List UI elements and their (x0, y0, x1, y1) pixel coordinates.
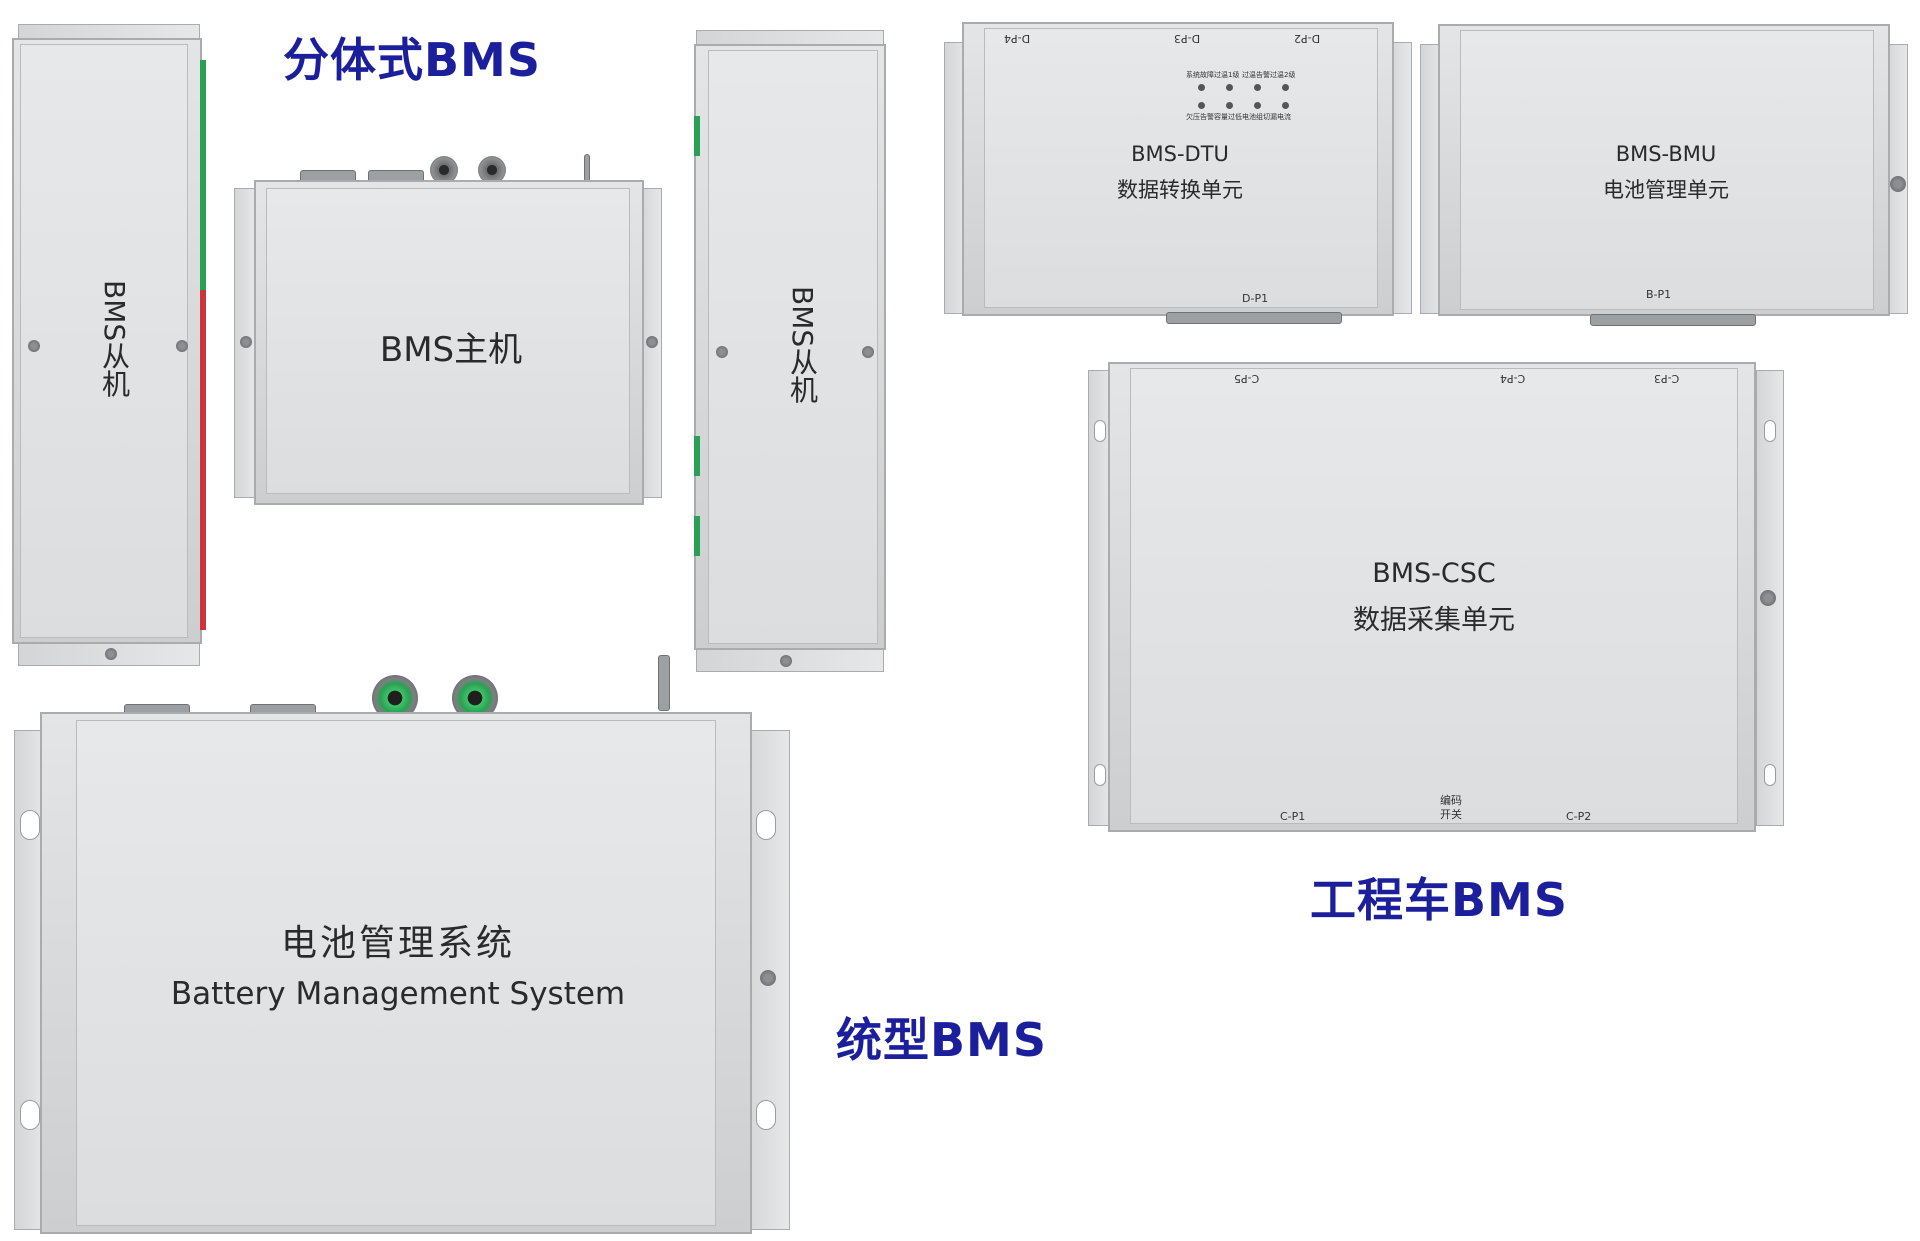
dtu-face (984, 28, 1378, 308)
slave-right-label: BMS从机 (786, 286, 819, 404)
mount-slot (1764, 420, 1776, 442)
antenna (658, 655, 670, 711)
ground-screw (1890, 176, 1906, 192)
dtu-indicator-7: 电池组切 (1242, 113, 1270, 121)
mount-slot (20, 1100, 40, 1130)
mount-slot (1764, 764, 1776, 786)
mount-slot (20, 810, 40, 840)
bmu-face (1460, 30, 1874, 310)
csc-subtitle: 数据采集单元 (1353, 605, 1515, 636)
heading-integrated-bms: 统型BMS (836, 1013, 1047, 1067)
csc-switch-label-2: 开关 (1440, 808, 1462, 821)
bmu-case: BMS-BMU 电池管理单元 B-P1 (1438, 24, 1890, 316)
csc-case: C-P5 C-P4 C-P3 BMS-CSC 数据采集单元 C-P1 编码 开关… (1108, 362, 1756, 832)
integrated-label-cn: 电池管理系统 (280, 923, 515, 964)
bmu-title: BMS-BMU (1615, 142, 1717, 166)
dtu-port-p4: D-P4 (1004, 32, 1031, 45)
status-led (1226, 102, 1233, 109)
screw (862, 346, 874, 358)
connector-strip-red (200, 290, 206, 630)
mount-slot (1094, 420, 1106, 442)
dtu-subtitle: 数据转换单元 (1117, 178, 1243, 202)
screw (176, 340, 188, 352)
screw (28, 340, 40, 352)
mount-slot (756, 810, 776, 840)
mount-slot (1094, 764, 1106, 786)
slave-right-case: BMS从机 (694, 44, 886, 650)
master-label: BMS主机 (379, 330, 523, 370)
status-led (1282, 84, 1289, 91)
connector-strip-green (200, 60, 206, 290)
heading-split-bms: 分体式BMS (283, 33, 541, 87)
connector-strip-green (694, 436, 700, 476)
heading-engineering-vehicle-bms: 工程车BMS (1310, 873, 1568, 927)
csc-switch-label-1: 编码 (1440, 794, 1462, 807)
dtu-indicator-2: 过温1级 (1214, 71, 1240, 79)
master-case: BMS主机 (254, 180, 644, 505)
csc-port-p5: C-P5 (1234, 372, 1260, 385)
master-face (266, 188, 630, 494)
status-led (1282, 102, 1289, 109)
connector-strip-green (694, 116, 700, 156)
dtu-indicator-6: 容量过低 (1214, 113, 1242, 121)
bmu-subtitle: 电池管理单元 (1603, 178, 1729, 202)
csc-port-p2: C-P2 (1566, 810, 1592, 823)
status-led (1226, 84, 1233, 91)
csc-face (1130, 368, 1738, 824)
screw (716, 346, 728, 358)
integrated-face (76, 720, 716, 1226)
dtu-indicator-3: 过温告警 (1242, 71, 1270, 79)
b-p1-connector (1590, 314, 1756, 326)
status-led (1254, 84, 1261, 91)
dtu-port-p1: D-P1 (1242, 292, 1269, 305)
antenna (584, 154, 590, 182)
status-led (1198, 102, 1205, 109)
ground-screw (1760, 590, 1776, 606)
mount-slot (756, 1100, 776, 1130)
dtu-title: BMS-DTU (1131, 142, 1229, 166)
screw (105, 648, 117, 660)
integrated-label-en: Battery Management System (170, 976, 626, 1012)
dtu-indicator-1: 系统故障 (1186, 71, 1214, 79)
integrated-case: 电池管理系统 Battery Management System (40, 712, 752, 1234)
dtu-indicator-8: 漏电流 (1270, 113, 1291, 121)
screw (780, 655, 792, 667)
slave-right-face (708, 50, 878, 644)
connector-strip-green (694, 516, 700, 556)
status-led (1254, 102, 1261, 109)
csc-title: BMS-CSC (1372, 558, 1496, 589)
round-connector (478, 156, 506, 184)
csc-port-p4: C-P4 (1500, 372, 1526, 385)
csc-port-p1: C-P1 (1280, 810, 1306, 823)
dtu-port-p3: D-P3 (1174, 32, 1201, 45)
dtu-port-p2: D-P2 (1294, 32, 1321, 45)
bmu-port-p1: B-P1 (1646, 288, 1672, 301)
slave-left-case: BMS从机 (12, 38, 206, 644)
slave-left-label: BMS从机 (98, 280, 131, 398)
screw (646, 336, 658, 348)
slave-left-face (20, 44, 188, 638)
dtu-case: D-P4 D-P3 D-P2 系统故障 过温1级 过温告警 过温2级 欠压告警 … (962, 22, 1394, 316)
dtu-indicator-5: 欠压告警 (1186, 113, 1214, 121)
d-p1-connector (1166, 312, 1342, 324)
status-led (1198, 84, 1205, 91)
dtu-indicator-4: 过温2级 (1270, 71, 1296, 79)
csc-port-p3: C-P3 (1654, 372, 1680, 385)
ground-screw (760, 970, 776, 986)
screw (240, 336, 252, 348)
round-connector (430, 156, 458, 184)
